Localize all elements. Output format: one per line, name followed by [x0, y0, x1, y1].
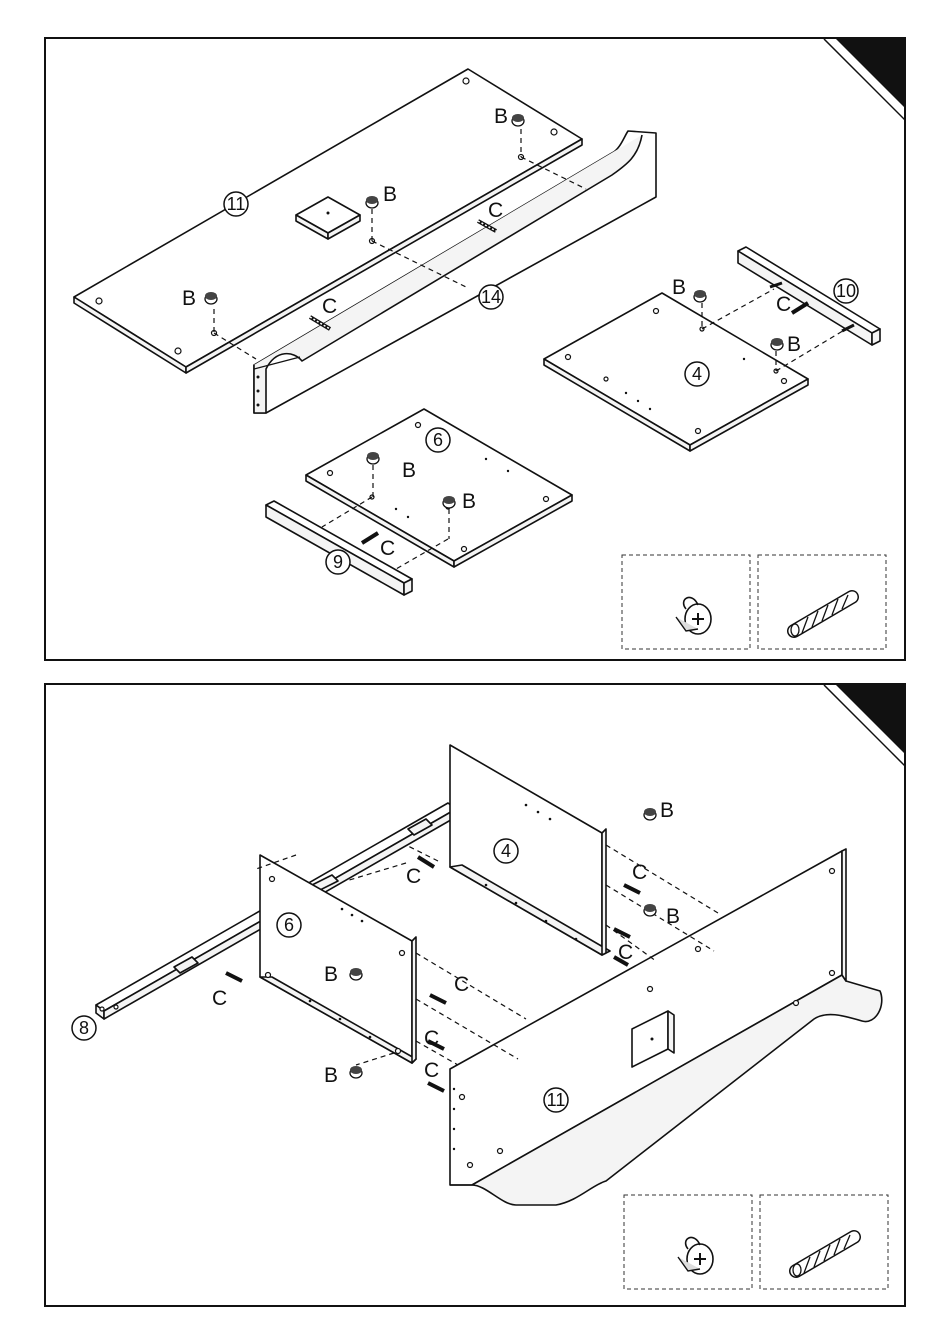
svg-text:B: B [324, 963, 338, 986]
part-number-11: 11 [227, 194, 246, 214]
part-number-4: 4 [501, 841, 511, 861]
svg-text:B: B [324, 1064, 338, 1087]
svg-text:C: C [488, 199, 503, 222]
svg-text:B: B [182, 287, 196, 310]
svg-text:C: C [212, 987, 227, 1010]
cam-lock-b-2: B [644, 904, 680, 928]
svg-text:B: B [402, 459, 416, 482]
svg-text:C: C [454, 973, 469, 996]
part-4-callout: 4 [494, 839, 518, 863]
dowel-c-1: C [406, 857, 434, 888]
cam-lock-b-4: B [672, 276, 706, 302]
svg-text:C: C [380, 537, 395, 560]
svg-text:B: B [660, 799, 674, 822]
dowel-c-6: C [430, 973, 469, 1003]
hardware-box-cam-lock [622, 555, 750, 649]
part-6-callout: 6 [277, 913, 301, 937]
part-number-10: 10 [836, 281, 856, 301]
svg-text:B: B [462, 490, 476, 513]
svg-text:B: B [494, 105, 508, 128]
part-number-6: 6 [433, 430, 443, 450]
svg-text:B: B [672, 276, 686, 299]
svg-text:C: C [406, 865, 421, 888]
dowel-c-7: C [424, 1027, 444, 1050]
part-4-back-panel [450, 745, 610, 955]
part-number-9: 9 [333, 552, 343, 572]
part-4-callout: 4 [685, 362, 709, 386]
part-number-6: 6 [284, 915, 294, 935]
part-11-callout: 11 [544, 1088, 568, 1112]
part-10-rail [738, 247, 880, 345]
svg-text:C: C [424, 1027, 439, 1050]
cam-lock-b-1: B [644, 799, 674, 822]
step-corner-marker [836, 685, 906, 757]
step-2-panel: 8 4 6 [44, 683, 906, 1307]
step-2-diagram: 8 4 6 [46, 685, 906, 1307]
part-number-4: 4 [692, 364, 702, 384]
part-9-callout: 9 [326, 550, 350, 574]
svg-text:C: C [776, 293, 791, 316]
part-6-left-panel [260, 855, 416, 1063]
svg-text:B: B [666, 905, 680, 928]
part-8-callout: 8 [72, 1016, 96, 1040]
step-1-diagram: 11 14 B B B C C [46, 39, 906, 661]
step-corner-marker [836, 39, 906, 111]
svg-text:B: B [383, 183, 397, 206]
hardware-box-dowel [760, 1195, 888, 1289]
hardware-box-cam-lock [624, 1195, 752, 1289]
dowel-c-5: C [212, 973, 242, 1010]
part-10-callout: 10 [834, 279, 858, 303]
part-14-callout: 14 [479, 285, 503, 309]
part-6-callout: 6 [426, 428, 450, 452]
svg-text:C: C [424, 1059, 439, 1082]
step-1-panel: 11 14 B B B C C [44, 37, 906, 661]
part-11-callout: 11 [224, 192, 248, 216]
dowel-c-2: C [624, 861, 647, 893]
part-4-shelf [544, 293, 808, 451]
hardware-box-dowel [758, 555, 886, 649]
part-number-8: 8 [79, 1018, 89, 1038]
cam-lock-b-4: B [324, 1064, 362, 1087]
part-number-11: 11 [547, 1090, 566, 1110]
svg-text:C: C [632, 861, 647, 884]
svg-text:C: C [322, 295, 337, 318]
svg-text:B: B [787, 333, 801, 356]
part-number-14: 14 [481, 287, 501, 307]
dowel-c-8: C [424, 1059, 444, 1091]
